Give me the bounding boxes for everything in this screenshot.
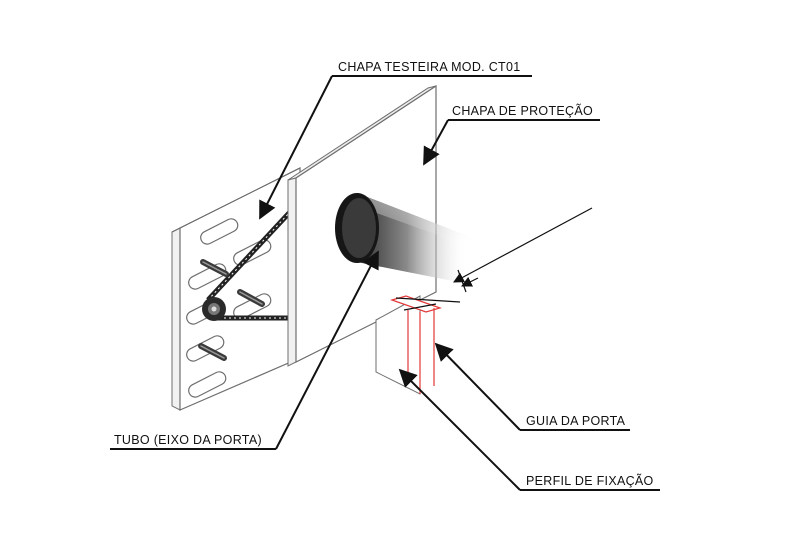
chain-drive (202, 210, 292, 321)
callout-chapa-protecao: CHAPA DE PROTEÇÃO (423, 104, 600, 166)
tube-shaft (335, 193, 468, 284)
label-chapa-testeira: CHAPA TESTEIRA MOD. CT01 (338, 60, 520, 74)
label-perfil-fixacao: PERFIL DE FIXAÇÃO (526, 474, 654, 488)
bolts (198, 259, 265, 361)
front-plate (171, 167, 301, 411)
callout-perfil-fixacao: PERFIL DE FIXAÇÃO (398, 368, 660, 491)
label-tubo: TUBO (EIXO DA PORTA) (114, 433, 262, 447)
label-chapa-protecao: CHAPA DE PROTEÇÃO (452, 104, 593, 118)
label-guia-porta: GUIA DA PORTA (526, 414, 626, 428)
callout-tubo: TUBO (EIXO DA PORTA) (110, 250, 379, 450)
callout-guia-porta: GUIA DA PORTA (434, 342, 630, 431)
dimension-lines (395, 207, 593, 311)
callout-chapa-testeira: CHAPA TESTEIRA MOD. CT01 (259, 60, 532, 220)
